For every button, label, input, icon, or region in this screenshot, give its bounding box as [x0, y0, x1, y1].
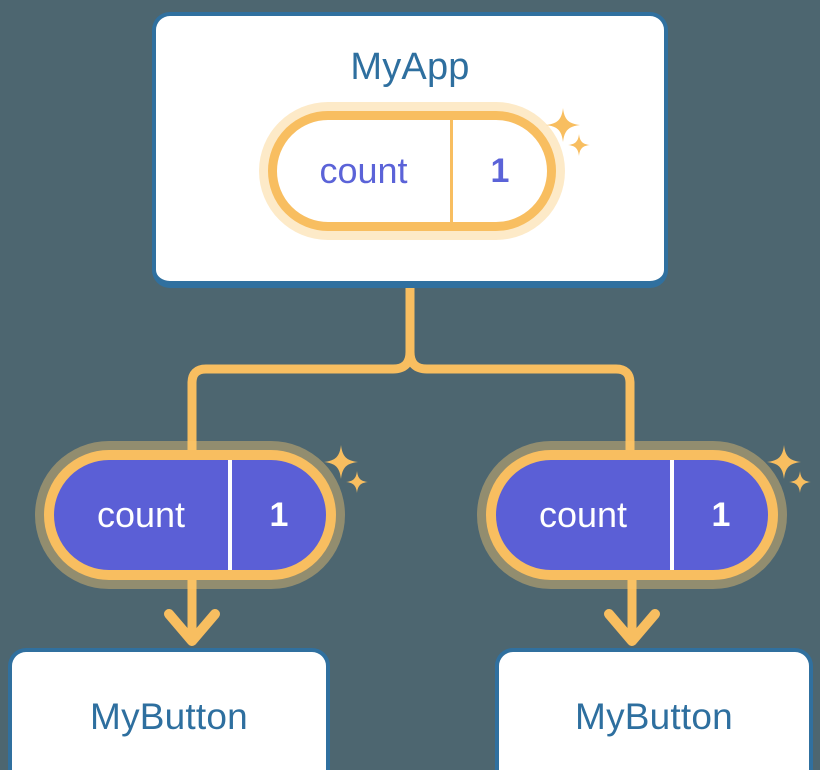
- state-pill-myapp[interactable]: count 1: [268, 111, 556, 231]
- split-left-wire: [187, 351, 415, 458]
- state-pill-key: count: [54, 460, 232, 570]
- sparkle-small-icon: [789, 471, 811, 493]
- myapp-title: MyApp: [350, 46, 470, 88]
- state-pill-value: 1: [269, 496, 289, 534]
- state-pill-body: count 1: [44, 450, 336, 580]
- split-right-wire: [405, 351, 635, 458]
- mybutton-title: MyButton: [90, 696, 248, 737]
- mybutton-card-right[interactable]: MyButton: [495, 648, 813, 770]
- mybutton-card-left[interactable]: MyButton: [8, 648, 330, 770]
- arrow-left-head: [164, 609, 220, 646]
- sparkle-small-icon: [346, 471, 368, 493]
- mybutton-title: MyButton: [575, 696, 733, 737]
- state-pill-right[interactable]: count 1: [486, 450, 778, 580]
- arrow-right-head: [604, 609, 660, 646]
- state-pill-left[interactable]: count 1: [44, 450, 336, 580]
- state-pill-value: 1: [490, 152, 510, 190]
- state-pill-value: 1: [711, 496, 731, 534]
- state-pill-body: count 1: [268, 111, 556, 231]
- state-pill-key: count: [496, 460, 674, 570]
- state-pill-key: count: [277, 120, 453, 222]
- state-pill-body: count 1: [486, 450, 778, 580]
